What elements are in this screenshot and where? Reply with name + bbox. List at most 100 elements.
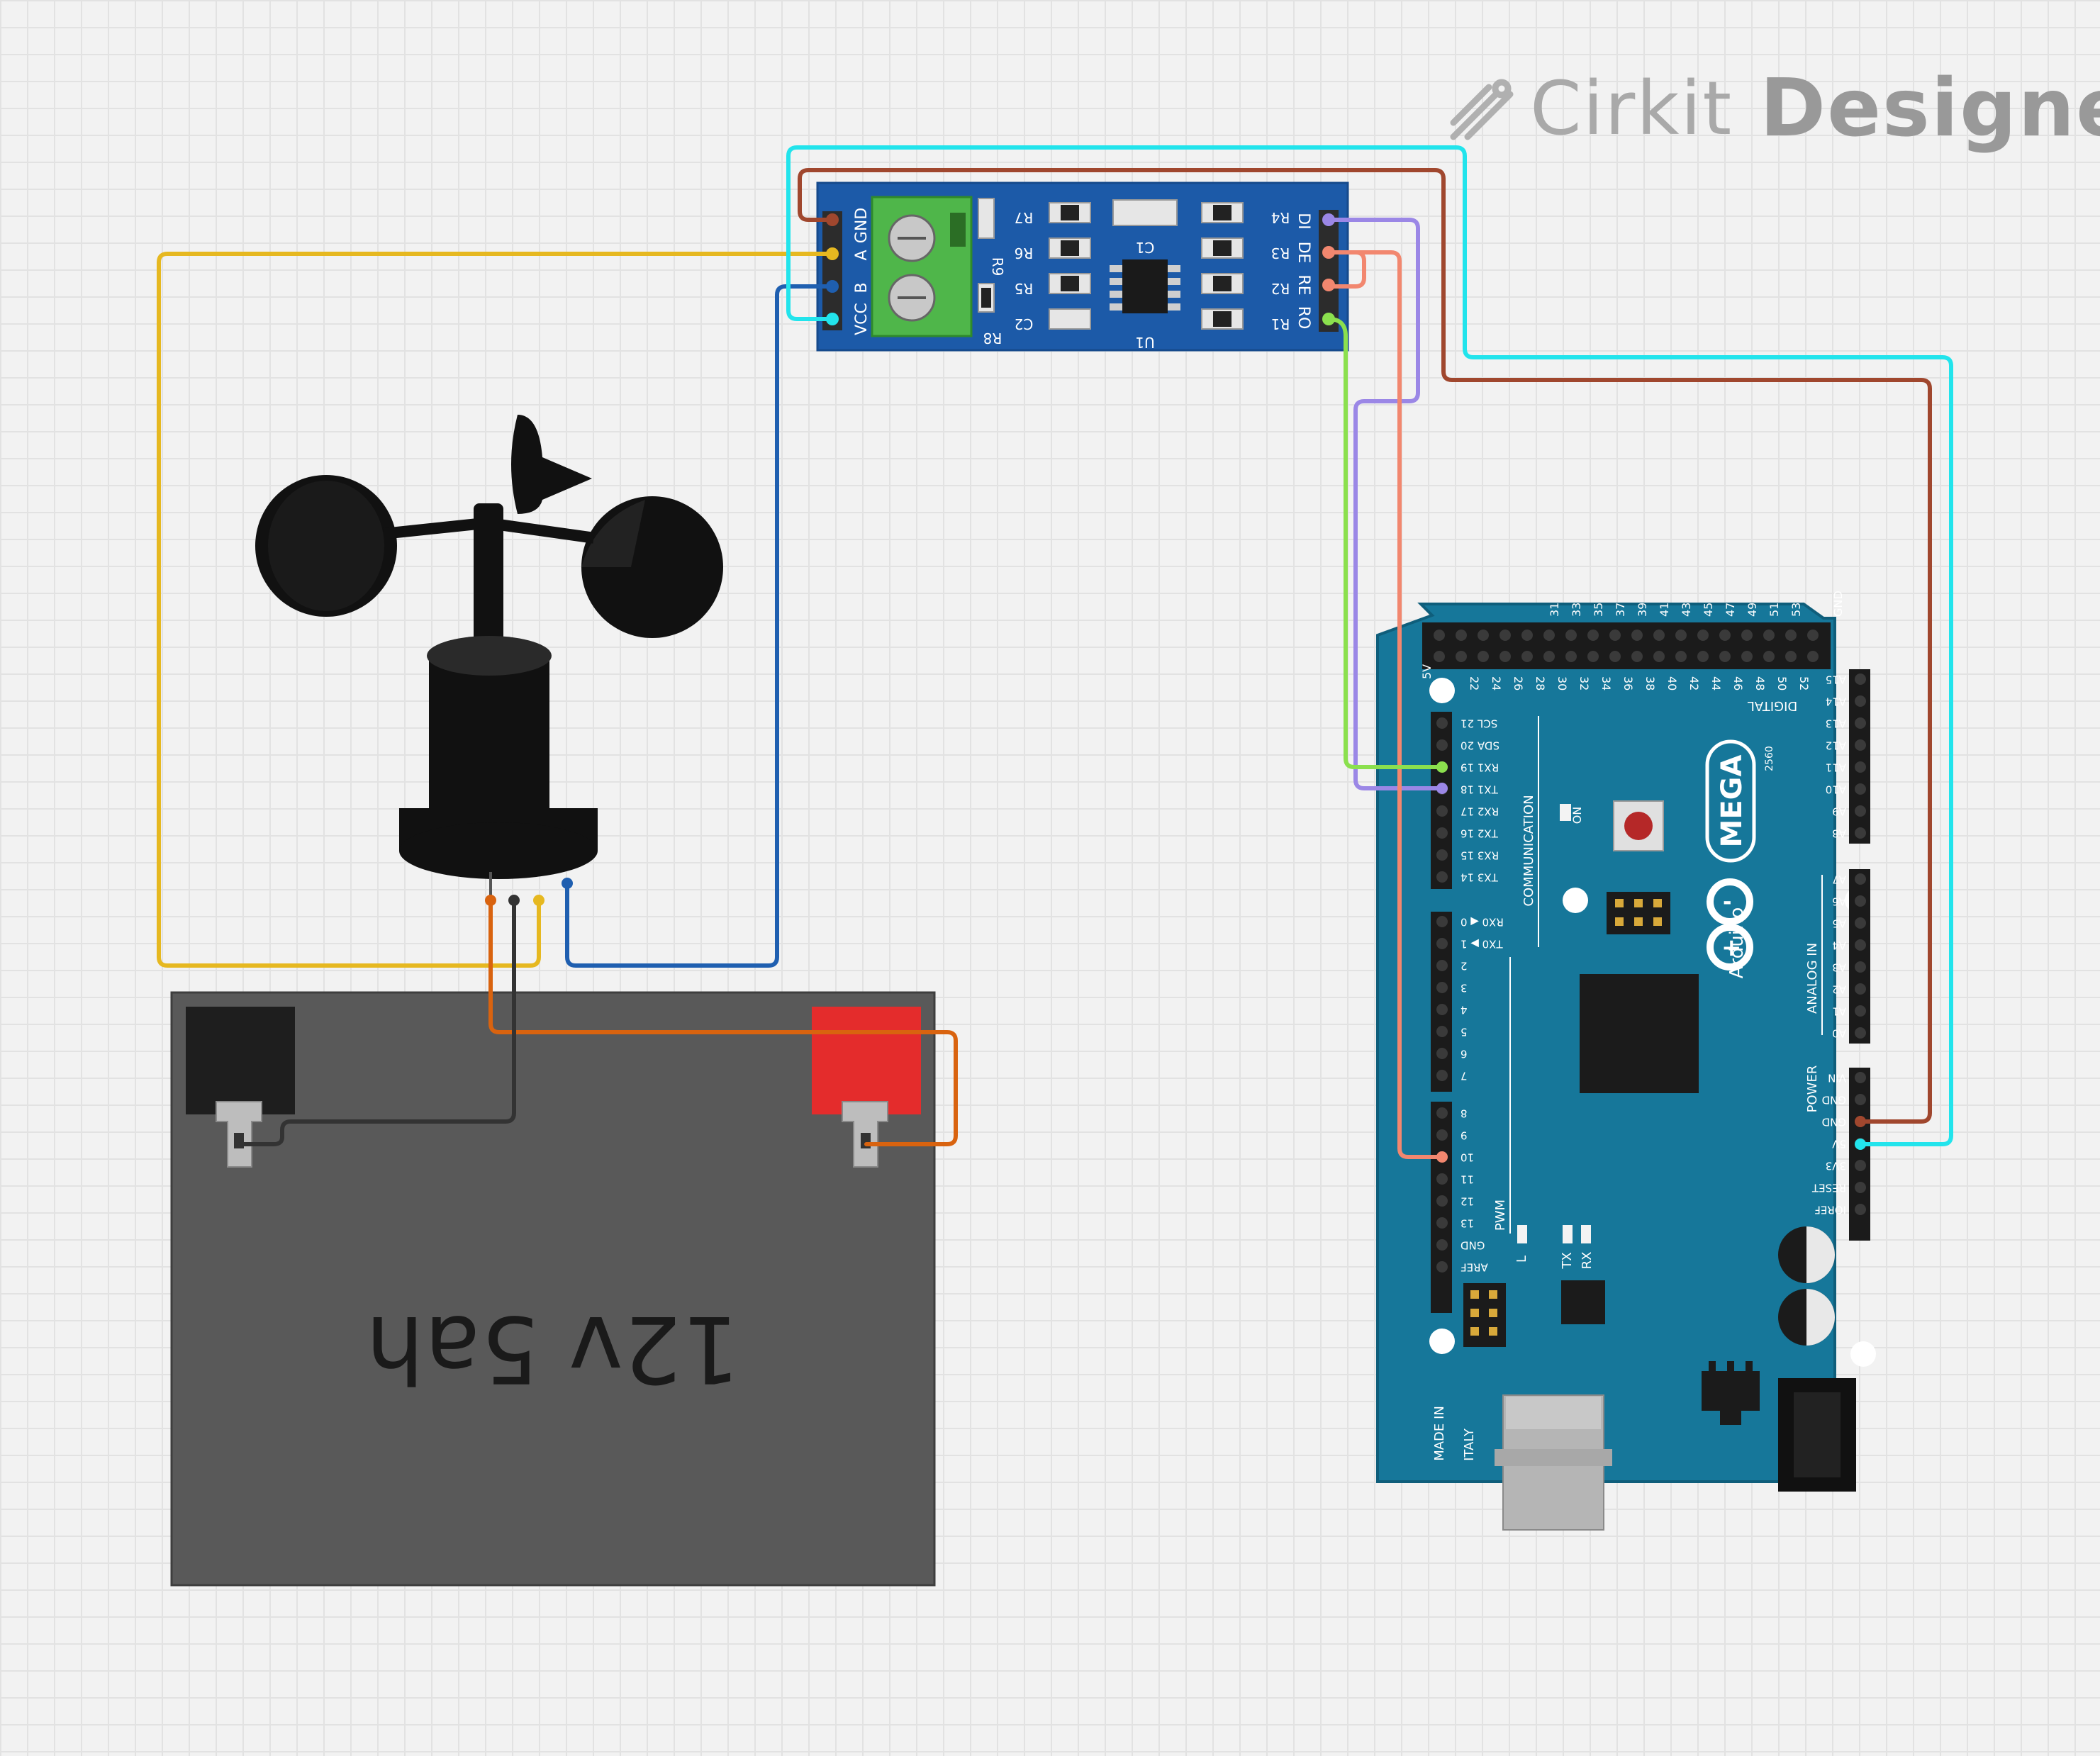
header-pin[interactable] xyxy=(1436,717,1448,729)
header-pin[interactable] xyxy=(1436,960,1448,971)
header-pin[interactable] xyxy=(1855,895,1866,907)
header-pin[interactable] xyxy=(1436,1217,1448,1229)
header-pin[interactable] xyxy=(1436,916,1448,927)
header-pin[interactable] xyxy=(1436,739,1448,751)
header-pin[interactable] xyxy=(1436,1026,1448,1037)
top-header-number: 31 xyxy=(1548,603,1561,617)
header-pin[interactable] xyxy=(1436,1195,1448,1207)
header-pin[interactable] xyxy=(1543,651,1555,662)
header-pin[interactable] xyxy=(1785,630,1797,641)
header-pin[interactable] xyxy=(1855,695,1866,707)
header-pin[interactable] xyxy=(1855,1182,1866,1193)
header-pin[interactable] xyxy=(1855,1027,1866,1039)
wire-blue[interactable] xyxy=(565,284,834,968)
led-rx-label: RX xyxy=(1580,1252,1594,1270)
header-pin[interactable] xyxy=(1436,1070,1448,1081)
header-pin[interactable] xyxy=(1565,651,1577,662)
header-pin[interactable] xyxy=(1719,630,1731,641)
header-pin[interactable] xyxy=(1609,651,1621,662)
header-pin[interactable] xyxy=(1855,805,1866,817)
header-pin[interactable] xyxy=(1741,630,1753,641)
header-pin[interactable] xyxy=(1855,717,1866,729)
header-pin[interactable] xyxy=(1609,630,1621,641)
header-pin[interactable] xyxy=(1478,630,1489,641)
header-pin[interactable] xyxy=(1434,630,1445,641)
header-pin[interactable] xyxy=(1456,651,1467,662)
header-pin[interactable] xyxy=(1785,651,1797,662)
header-pin[interactable] xyxy=(1855,961,1866,973)
wire-salmon[interactable] xyxy=(1327,250,1444,1159)
header-pin[interactable] xyxy=(1763,651,1775,662)
header-pin[interactable] xyxy=(1436,1004,1448,1015)
header-pin[interactable] xyxy=(1653,630,1665,641)
anemometer[interactable] xyxy=(255,415,723,900)
header-pin[interactable] xyxy=(1587,630,1599,641)
header-pin[interactable] xyxy=(1741,651,1753,662)
battery[interactable]: 12v 5ah xyxy=(170,991,936,1587)
header-pin[interactable] xyxy=(1521,630,1533,641)
wires[interactable] xyxy=(157,145,1953,1159)
header-pin[interactable] xyxy=(1653,651,1665,662)
header-pin[interactable] xyxy=(1675,630,1687,641)
wire-purple[interactable] xyxy=(1327,218,1444,790)
header-pin[interactable] xyxy=(1807,630,1819,641)
header-pin[interactable] xyxy=(1631,630,1643,641)
header-pin[interactable] xyxy=(1499,630,1511,641)
header-pin[interactable] xyxy=(1855,917,1866,929)
header-pin[interactable] xyxy=(1436,1048,1448,1059)
rs485-module[interactable]: GND A B VCC DI DE RE RO xyxy=(816,181,1349,352)
header-pin[interactable] xyxy=(1436,805,1448,817)
header-pin[interactable] xyxy=(1855,939,1866,951)
header-pin[interactable] xyxy=(1436,1173,1448,1185)
header-pin[interactable] xyxy=(1436,827,1448,839)
header-pin[interactable] xyxy=(1499,651,1511,662)
wire-cyan[interactable] xyxy=(786,145,1953,1146)
header-pin[interactable] xyxy=(1436,1107,1448,1119)
battery-negative-terminal[interactable] xyxy=(186,1007,295,1114)
header-pin[interactable] xyxy=(1436,1129,1448,1141)
wire-green[interactable] xyxy=(1327,317,1444,769)
header-pin[interactable] xyxy=(1631,651,1643,662)
header-pin[interactable] xyxy=(1763,630,1775,641)
header-pin[interactable] xyxy=(1436,1261,1448,1273)
header-pin[interactable] xyxy=(1587,651,1599,662)
header-pin[interactable] xyxy=(1436,982,1448,993)
header-pin[interactable] xyxy=(1807,651,1819,662)
header-pin[interactable] xyxy=(1855,761,1866,773)
header-pin[interactable] xyxy=(1855,1094,1866,1105)
bottom-header-number: 52 xyxy=(1797,676,1811,690)
header-pin[interactable] xyxy=(1855,827,1866,839)
header-pin[interactable] xyxy=(1855,673,1866,685)
header-pin[interactable] xyxy=(1456,630,1467,641)
header-pin[interactable] xyxy=(1855,983,1866,995)
wire-yellow[interactable] xyxy=(157,252,834,968)
header-pin[interactable] xyxy=(1855,1072,1866,1083)
battery-positive-terminal[interactable] xyxy=(812,1007,921,1114)
header-pin[interactable] xyxy=(1436,849,1448,861)
header-pin[interactable] xyxy=(1675,651,1687,662)
header-pin[interactable] xyxy=(1855,1005,1866,1017)
bottom-header-number: 38 xyxy=(1643,676,1657,690)
header-pin[interactable] xyxy=(1478,651,1489,662)
header-pin[interactable] xyxy=(1565,630,1577,641)
header-pin[interactable] xyxy=(1855,873,1866,885)
wire-orange[interactable] xyxy=(488,898,958,1146)
header-pin[interactable] xyxy=(1697,651,1709,662)
header-pin[interactable] xyxy=(1719,651,1731,662)
header-pin[interactable] xyxy=(1434,651,1445,662)
header-pin[interactable] xyxy=(1855,1204,1866,1215)
header-pin[interactable] xyxy=(1855,783,1866,795)
header-pin[interactable] xyxy=(1855,739,1866,751)
pin-label: A11 xyxy=(1826,761,1846,774)
wire-black[interactable] xyxy=(238,898,516,1146)
header-pin[interactable] xyxy=(1855,1160,1866,1171)
header-pin[interactable] xyxy=(1697,630,1709,641)
header-pin[interactable] xyxy=(1543,630,1555,641)
wire-brown[interactable] xyxy=(798,168,1932,1124)
header-pin[interactable] xyxy=(1436,938,1448,949)
header-pin[interactable] xyxy=(1436,871,1448,883)
header-pin[interactable] xyxy=(1521,651,1533,662)
header-pin[interactable] xyxy=(1436,1239,1448,1251)
